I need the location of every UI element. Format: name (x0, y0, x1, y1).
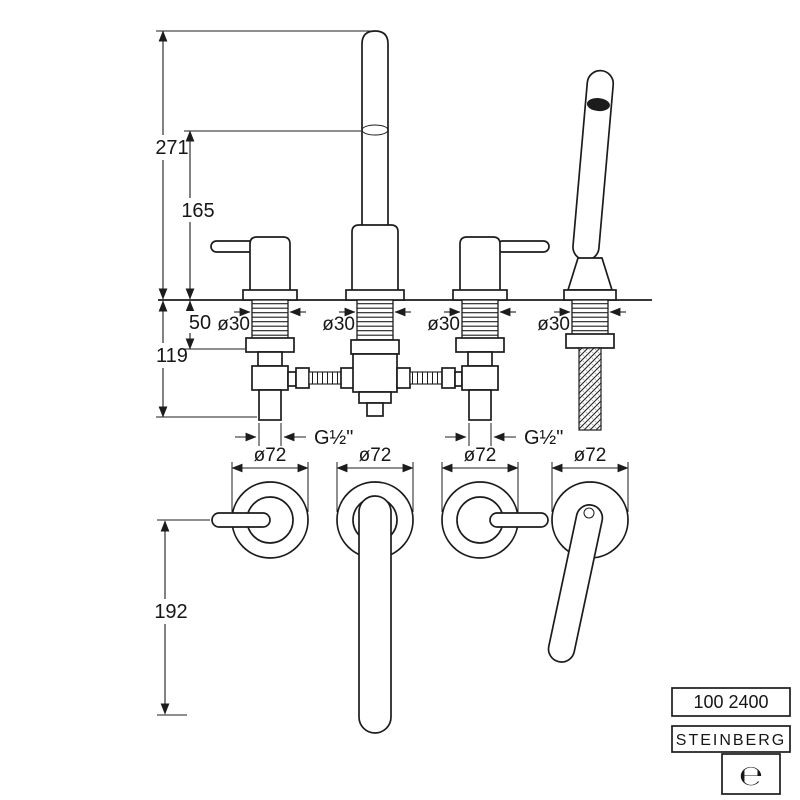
valve-right-flange (452, 289, 508, 301)
steinberg-logo-mark: ℮ (739, 759, 763, 792)
hose-corrugation (308, 371, 342, 385)
top-view: ø72 ø72 ø72 ø72 192 (148, 445, 629, 734)
dim-50-label: 50 (189, 312, 211, 334)
dim-spout-height: 165 (176, 130, 361, 300)
dim-g12-label-1: G½" (314, 427, 353, 449)
valve-left-adapter (257, 351, 283, 367)
brand-name: STEINBERG (676, 732, 786, 749)
mixer-stub (366, 402, 384, 417)
valve-left-side (210, 236, 298, 421)
hose-nut (295, 367, 310, 389)
dim-hole-dia-3: ø30 (427, 307, 516, 335)
handshower-side (563, 69, 617, 431)
handshower-hose (578, 347, 602, 431)
dim-spout-reach: 192 (148, 519, 210, 716)
dim-esc-dia-1: ø72 (231, 445, 309, 512)
dim-119-label: 119 (156, 345, 188, 367)
dim-165-label: 165 (181, 200, 214, 222)
valve-left-inlet-pipe (258, 389, 282, 421)
valve-right-adapter (467, 351, 493, 367)
valve-left-elbow (251, 365, 289, 391)
valve-left-outlet-fitting (287, 371, 297, 387)
dim-esc-dia-4: ø72 (551, 445, 629, 512)
brand-box (671, 725, 791, 753)
dim-g12-label-2: G½" (524, 427, 563, 449)
valve-left-flange (242, 289, 298, 301)
valve-right-body (459, 236, 501, 298)
spout-flange (345, 289, 405, 301)
spout-reach-top (358, 495, 392, 734)
dim-esc-dia-2: ø72 (336, 445, 414, 512)
handshower-holder-cone (566, 257, 614, 291)
dim-hole-dia-4: ø30 (537, 307, 626, 335)
handshower-locknut (565, 333, 615, 349)
flex-hose-right (396, 367, 463, 389)
dim-dia72-label-1: ø72 (254, 445, 287, 466)
lever-top (211, 512, 271, 528)
dim-dia30-label-3: ø30 (427, 314, 460, 335)
spout-side (345, 30, 405, 417)
spout-base-body (351, 224, 399, 298)
valve-right-inlet-pipe (468, 389, 492, 421)
hose-nut (396, 367, 411, 389)
dim-thread-2: G½" (445, 423, 563, 449)
spout-locknut (350, 339, 400, 355)
dim-dia30-label-2: ø30 (322, 314, 355, 335)
model-number: 100 2400 (693, 692, 768, 712)
valve-right-elbow (461, 365, 499, 391)
dim-deck-thickness: 50 (183, 300, 245, 350)
valve-right-locknut (455, 337, 505, 353)
dim-dia30-label-4: ø30 (537, 314, 570, 335)
dim-dia72-label-3: ø72 (464, 445, 497, 466)
top-view-valve-right (441, 481, 549, 559)
dim-192-label: 192 (154, 601, 187, 623)
flex-hose-left (295, 367, 355, 389)
dim-dia30-label-1: ø30 (217, 314, 250, 335)
dim-271-label: 271 (155, 137, 188, 159)
mixer-block (352, 353, 398, 393)
spout-outlet-seam (361, 124, 389, 136)
dim-hole-dia-1: ø30 (217, 307, 306, 335)
dim-dia72-label-2: ø72 (359, 445, 392, 466)
hose-nut (441, 367, 456, 389)
side-view: 271 165 119 50 ø30 ø30 (149, 30, 652, 449)
handshower-flange (563, 289, 617, 301)
dim-hole-dia-2: ø30 (322, 307, 411, 335)
hose-nut (340, 367, 355, 389)
handshower-wand (572, 69, 615, 261)
handshower-spray-window (586, 98, 610, 112)
valve-left-locknut (245, 337, 295, 353)
handshower-wand-top (547, 504, 604, 663)
mixer-union-nut (358, 391, 392, 404)
valve-right-lever (496, 240, 550, 253)
valve-right-side (452, 236, 550, 421)
dim-thread-1: G½" (235, 423, 353, 449)
valve-left-body (249, 236, 291, 298)
hose-corrugation (409, 371, 443, 385)
top-view-spout (336, 481, 414, 734)
spout-tube (361, 30, 389, 233)
title-block: 100 2400 STEINBERG ℮ (671, 687, 791, 795)
logo-box (721, 753, 781, 795)
top-view-handshower (547, 481, 629, 663)
dim-dia72-label-4: ø72 (574, 445, 607, 466)
hose-fitting (454, 371, 463, 387)
lever-top (489, 512, 549, 528)
model-number-box (671, 687, 791, 717)
dim-esc-dia-3: ø72 (441, 445, 519, 512)
top-view-valve-left (211, 481, 309, 559)
wand-pivot (583, 507, 595, 519)
